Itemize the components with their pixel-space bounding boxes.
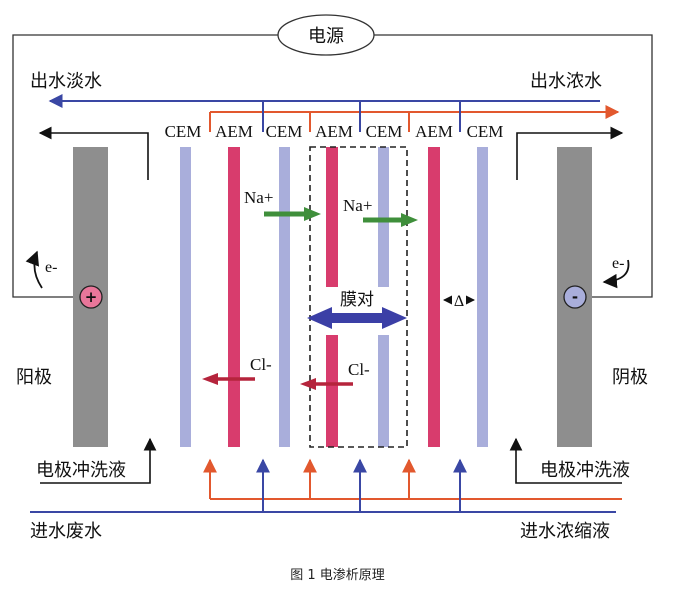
outlet-lines: [48, 94, 620, 132]
membrane-label: CEM: [467, 122, 504, 141]
anode-label: 阳极: [16, 367, 52, 388]
cathode-label: 阴极: [612, 367, 648, 388]
membrane-label: CEM: [266, 122, 303, 141]
membrane-label: AEM: [415, 122, 453, 141]
anion-label: Cl-: [348, 360, 370, 379]
cem-membrane: [378, 147, 389, 287]
anode-plus-icon: +: [79, 285, 103, 309]
membrane-label: AEM: [215, 122, 253, 141]
circuit-wire: [12, 34, 653, 298]
membrane-labels: CEM AEM CEM AEM CEM AEM CEM: [165, 122, 504, 141]
inlet-lines: [30, 458, 622, 513]
cation-arrow: [363, 213, 418, 227]
cem-membrane: [477, 147, 488, 447]
aem-membrane: [428, 147, 440, 447]
membrane-pair-label: 膜对: [340, 290, 374, 310]
membrane-pair-arrow: [307, 307, 407, 329]
membrane-label: CEM: [366, 122, 403, 141]
aem-membrane: [228, 147, 240, 447]
cathode-rinse-label: 电极冲洗液: [540, 460, 630, 481]
cem-membrane: [180, 147, 191, 447]
cation-arrow: [264, 207, 321, 221]
anion-label: Cl-: [250, 355, 272, 374]
svg-text:+: +: [85, 288, 98, 306]
outlet-label-concentrate: 出水浓水: [530, 71, 602, 92]
aem-membrane: [326, 147, 338, 287]
inlet-label-wastewater: 进水废水: [30, 521, 102, 542]
cathode-minus-icon: -: [563, 285, 587, 309]
cem-membrane: [279, 147, 290, 447]
spacing-label: Δ: [454, 293, 464, 310]
aem-membrane: [326, 335, 338, 447]
cation-label: Na+: [244, 188, 273, 207]
cathode-outlet-arrow: [516, 126, 624, 180]
cathode-electron-arrow: [602, 259, 630, 289]
anode-electron-arrow: [25, 250, 43, 289]
cem-membrane: [378, 335, 389, 447]
cathode-electron-label: e-: [612, 255, 624, 272]
svg-text:电源: 电源: [308, 26, 344, 47]
anode-electron-label: e-: [45, 259, 57, 276]
anode-outlet-arrow: [38, 126, 149, 180]
svg-text:-: -: [572, 288, 578, 306]
membrane-label: CEM: [165, 122, 202, 141]
anode-rinse-label: 电极冲洗液: [36, 460, 126, 481]
power-source: 电源: [277, 14, 375, 56]
membrane-stack: [180, 147, 488, 447]
cathode-rinse-arrow: [509, 437, 622, 484]
anion-arrow: [300, 378, 353, 390]
membrane-label: AEM: [315, 122, 353, 141]
membrane-pair-box: [309, 146, 408, 448]
cation-label: Na+: [343, 196, 372, 215]
figure-caption: 图 1 电渗析原理: [290, 568, 385, 583]
outlet-label-dilute: 出水淡水: [30, 71, 102, 92]
anode-rinse-arrow: [40, 437, 157, 484]
anion-arrow: [202, 373, 255, 385]
inlet-label-concentrate: 进水浓缩液: [520, 521, 610, 542]
